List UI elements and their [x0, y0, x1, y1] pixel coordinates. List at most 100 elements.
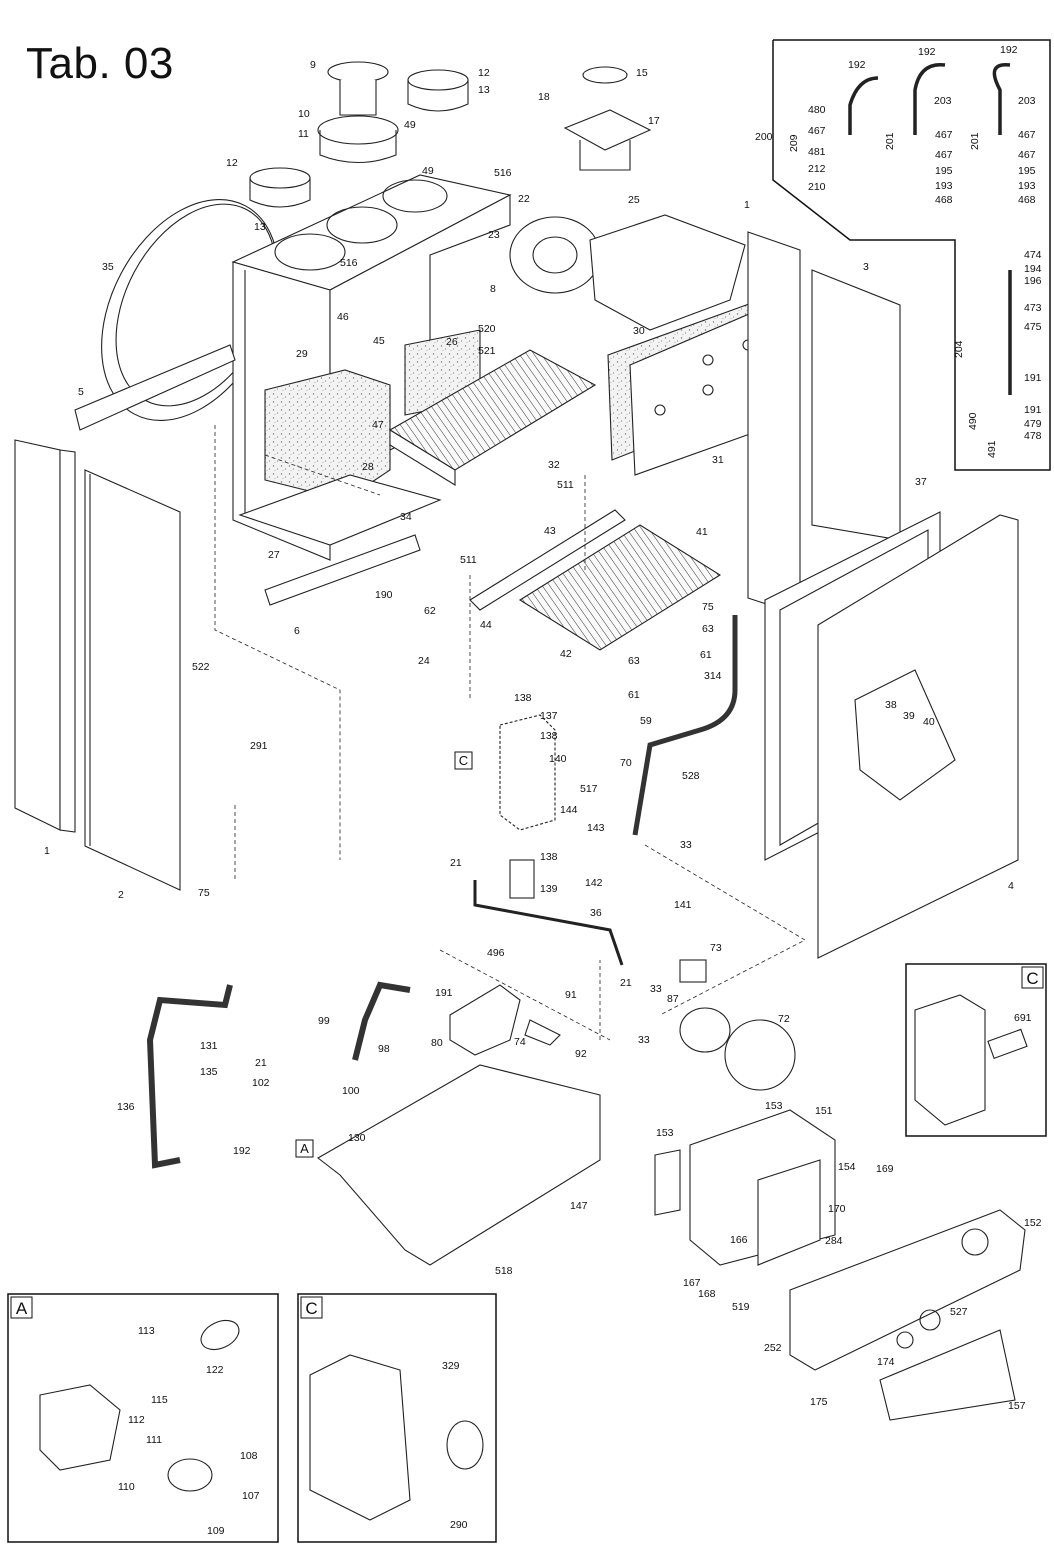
label: 201	[969, 132, 981, 150]
label: 520	[478, 323, 496, 335]
front-panels	[764, 511, 1019, 959]
label: 467	[808, 125, 826, 137]
insulation-panel-30-31	[607, 299, 776, 476]
label: 12	[226, 157, 238, 169]
label: 111	[146, 1434, 162, 1446]
label: 36	[590, 907, 602, 919]
label: 21	[450, 857, 462, 869]
label: 474	[1024, 249, 1042, 261]
label: 479	[1024, 418, 1042, 430]
label: 75	[702, 601, 714, 613]
label: 473	[1024, 302, 1042, 314]
label: 1	[44, 845, 50, 857]
label: 32	[548, 459, 560, 471]
label: 203	[934, 95, 952, 107]
manifold-80	[449, 984, 561, 1056]
right-side-panel-3	[747, 231, 901, 616]
label: 138	[540, 730, 558, 742]
label: 467	[935, 149, 953, 161]
label: 33	[650, 983, 662, 995]
label: 196	[1024, 275, 1042, 287]
heat-exchanger-32	[388, 349, 597, 486]
label: 467	[1018, 129, 1036, 141]
label: 154	[838, 1161, 856, 1173]
label: 137	[540, 710, 558, 722]
main-frame	[231, 174, 512, 561]
inset-frames	[7, 39, 1051, 1543]
label: 191	[435, 987, 453, 999]
label: 15	[636, 67, 648, 79]
label: 490	[967, 412, 979, 430]
inset-letter-c-2: C	[305, 1299, 317, 1318]
label: 18	[538, 91, 550, 103]
label: 191	[1024, 404, 1042, 416]
label: 195	[1018, 165, 1036, 177]
label: 45	[373, 335, 385, 347]
label: 122	[206, 1364, 224, 1376]
label: 143	[587, 822, 605, 834]
label: 138	[540, 851, 558, 863]
label: 167	[683, 1277, 701, 1289]
label: 284	[825, 1235, 843, 1247]
label: 43	[544, 525, 556, 537]
label: 73	[710, 942, 722, 954]
inset-letters: C A C C A	[10, 751, 1044, 1319]
guide-lines	[214, 425, 806, 1041]
label: 166	[730, 1234, 748, 1246]
label: 141	[674, 899, 692, 911]
label: 194	[1024, 263, 1042, 275]
label: 5	[78, 386, 84, 398]
part-labels: 9 10 11 12 13 12 13 49 49 516 516 35 5 1…	[44, 44, 1042, 1537]
label: 201	[884, 132, 896, 150]
label: 203	[1018, 95, 1036, 107]
bracket-6	[264, 534, 421, 606]
label: 169	[876, 1163, 894, 1175]
pipe-136	[146, 984, 233, 1169]
label: 92	[575, 1048, 587, 1060]
label: 517	[580, 783, 598, 795]
label: 168	[698, 1288, 716, 1300]
label: 59	[640, 715, 652, 727]
label: 26	[446, 336, 458, 348]
label: 131	[200, 1040, 218, 1052]
label: 100	[342, 1085, 360, 1097]
label: 44	[480, 619, 492, 631]
label: 142	[585, 877, 603, 889]
label: 193	[935, 180, 953, 192]
label: 42	[560, 648, 572, 660]
label: 9	[310, 59, 316, 71]
label: 170	[828, 1203, 846, 1215]
control-box	[654, 1109, 836, 1266]
burner-42	[469, 509, 722, 651]
fan-assembly	[509, 66, 746, 331]
label: 47	[372, 419, 384, 431]
label: 34	[400, 511, 412, 523]
label: 193	[1018, 180, 1036, 192]
label: 480	[808, 104, 826, 116]
pipe-70	[632, 615, 738, 836]
label: 27	[268, 549, 280, 561]
pipe-36	[473, 880, 624, 966]
label: 13	[478, 84, 490, 96]
label: 200	[755, 131, 773, 143]
label: 17	[648, 115, 660, 127]
pipe-98	[352, 981, 411, 1061]
label: 140	[549, 753, 567, 765]
label: 192	[233, 1145, 251, 1157]
label: 4	[1008, 880, 1014, 892]
label: 38	[885, 699, 897, 711]
label: 138	[514, 692, 532, 704]
label: 11	[298, 128, 309, 140]
inset-letter-c: C	[1026, 969, 1038, 988]
caps-12-13	[249, 69, 469, 208]
label: 24	[418, 655, 430, 667]
label: 21	[255, 1057, 267, 1069]
label: 113	[138, 1325, 155, 1337]
label: 174	[877, 1356, 895, 1368]
label: 475	[1024, 321, 1042, 333]
label: 153	[656, 1127, 674, 1139]
label: 511	[460, 554, 477, 566]
label: 153	[765, 1100, 783, 1112]
label: 40	[923, 716, 935, 728]
label: 191	[1024, 372, 1042, 384]
